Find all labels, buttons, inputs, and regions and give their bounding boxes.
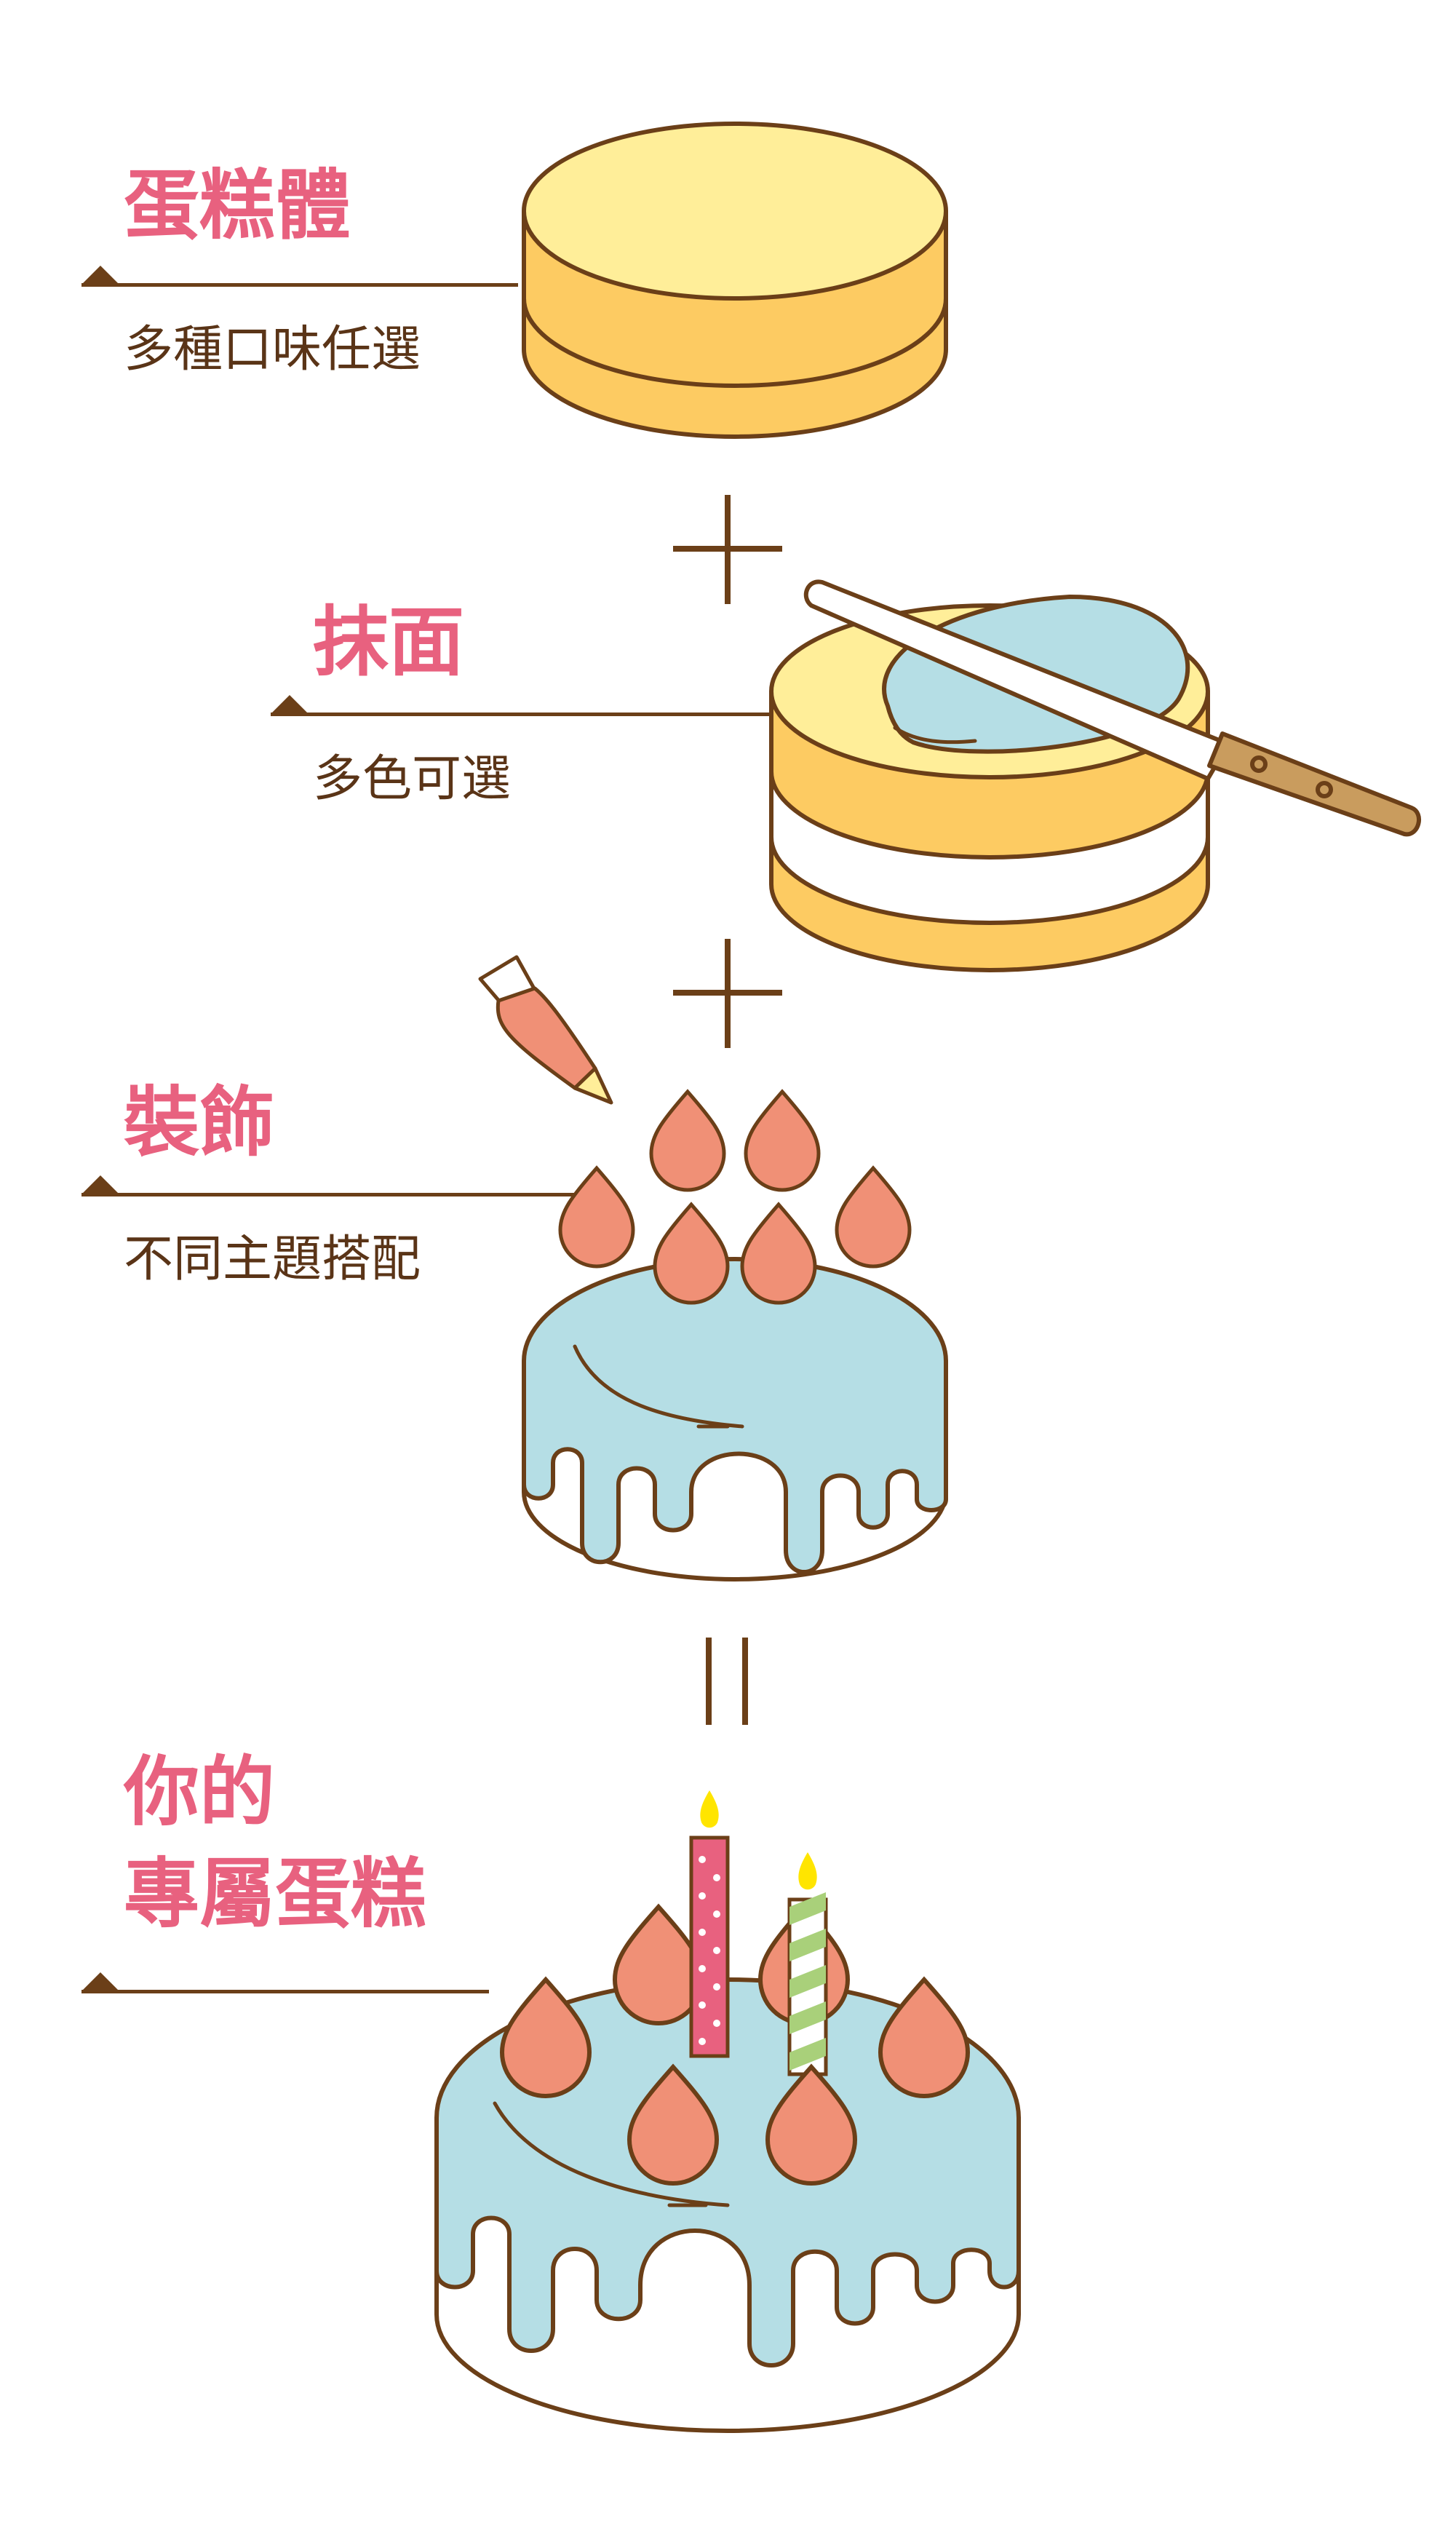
result-title-line2: 專屬蛋糕 xyxy=(124,1849,427,1938)
plus-icon xyxy=(673,495,782,604)
leader-line xyxy=(81,1193,591,1196)
leader-arrow-icon xyxy=(81,266,119,285)
leader-line xyxy=(271,713,838,716)
frosted-cake-with-spatula-icon xyxy=(769,579,1421,972)
plus-icon xyxy=(673,939,782,1048)
final-birthday-cake-icon xyxy=(434,1790,1021,2433)
leader-arrow-icon xyxy=(81,1972,119,1991)
result-title-line1: 你的 xyxy=(124,1747,276,1836)
leader-line xyxy=(81,283,518,287)
equals-icon xyxy=(706,1638,748,1725)
step-subtitle-frosting: 多色可選 xyxy=(313,750,512,808)
leader-arrow-icon xyxy=(271,695,309,714)
decorated-cake-icon xyxy=(522,1089,948,1581)
step-title-cake-base: 蛋糕體 xyxy=(124,161,351,250)
step-subtitle-decoration: 不同主題搭配 xyxy=(124,1231,421,1288)
step-subtitle-cake-base: 多種口味任選 xyxy=(124,321,421,378)
piping-bag-icon xyxy=(478,955,613,1105)
leader-line xyxy=(81,1990,489,1993)
leader-arrow-icon xyxy=(81,1175,119,1194)
step-title-decoration: 裝飾 xyxy=(124,1078,276,1167)
sponge-cake-icon xyxy=(522,122,948,439)
step-title-frosting: 抹面 xyxy=(313,598,465,686)
